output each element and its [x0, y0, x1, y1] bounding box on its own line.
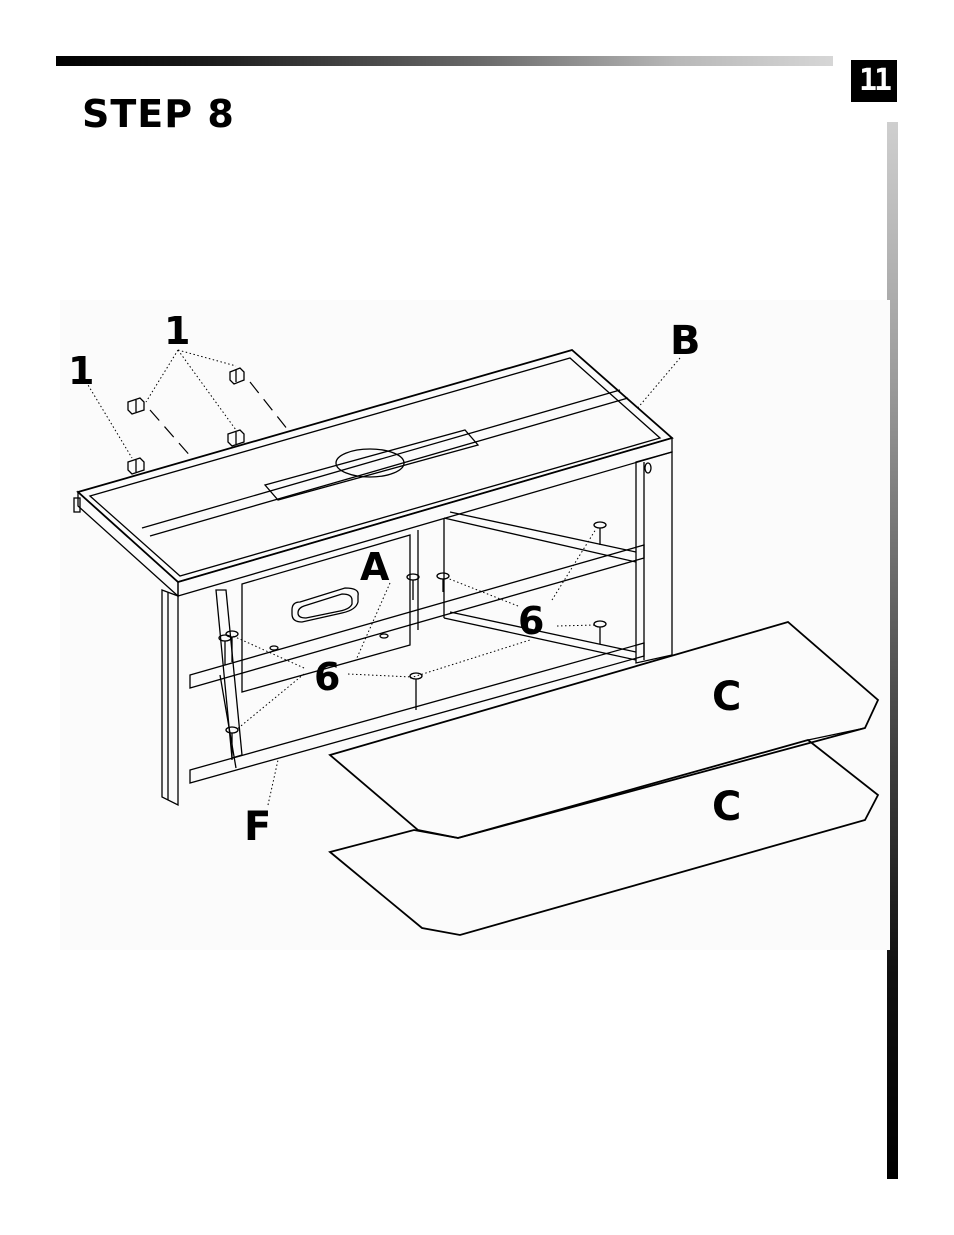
- header-rule: [56, 56, 833, 66]
- label-shelf-c-upper: C: [712, 674, 741, 720]
- assembly-diagram: 1 1 B A 6 6 F C C: [60, 300, 890, 950]
- label-hardware-6-left: 6: [314, 655, 340, 699]
- label-hardware-1-upper: 1: [164, 309, 190, 353]
- step-title: STEP 8: [82, 92, 235, 136]
- label-hardware-6-right: 6: [518, 599, 544, 643]
- label-panel-f: F: [244, 804, 271, 850]
- label-hardware-1-left: 1: [68, 349, 94, 393]
- label-shelf-c-lower: C: [712, 784, 741, 830]
- label-panel-b: B: [670, 318, 701, 364]
- page-number: 11: [851, 60, 897, 102]
- label-panel-a: A: [360, 545, 390, 589]
